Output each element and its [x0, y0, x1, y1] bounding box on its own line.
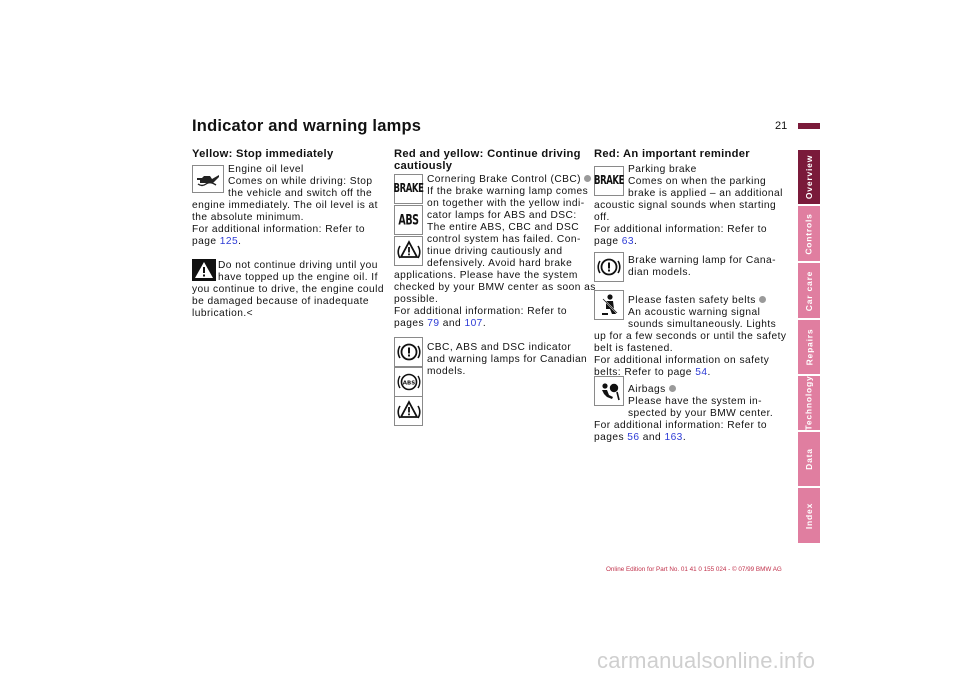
oil-line: Comes on while driving: Stop: [228, 176, 373, 187]
brake-page-ref: page 63.: [594, 236, 638, 247]
belt-line: belt is fastened.: [594, 343, 674, 354]
page-link[interactable]: 54: [695, 367, 708, 378]
oil-line: the vehicle and switch off the: [228, 188, 373, 199]
brake-line: acoustic signal sounds when starting: [594, 200, 777, 211]
brake-line: Parking brake: [628, 164, 697, 175]
svg-text:ABS: ABS: [402, 381, 414, 387]
airbag-line: Airbags: [628, 384, 789, 396]
page-number: 21: [775, 120, 788, 132]
brake-text-icon: BRAKE: [594, 166, 624, 196]
tab-data[interactable]: Data: [798, 432, 820, 486]
tab-controls[interactable]: Controls: [798, 206, 820, 261]
optional-dot-icon: [758, 296, 766, 303]
abs-circle-icon: ABS: [394, 367, 423, 397]
cbc-line: possible.: [394, 294, 439, 305]
page-link[interactable]: 125: [219, 236, 239, 247]
warning-line: lubrication.<: [192, 308, 254, 319]
canada-line: and warning lamps for Canadian: [427, 354, 588, 365]
belt-line: An acoustic warning signal: [628, 307, 761, 318]
cbc-line: control system has failed. Con-: [427, 234, 581, 245]
canada-brake-line: Brake warning lamp for Cana-: [628, 255, 776, 266]
oil-line: the absolute minimum.: [192, 212, 304, 223]
warning-line: you continue to drive, the engine could: [192, 284, 384, 295]
brake-circle-icon: [394, 337, 423, 367]
page-link[interactable]: 163: [664, 432, 683, 443]
warning-line: have topped up the engine oil. If: [218, 272, 378, 283]
airbag-line: For additional information: Refer to: [594, 420, 768, 431]
watermark: carmanualsonline.info: [597, 648, 816, 673]
canada-line: CBC, ABS and DSC indicator: [427, 342, 572, 353]
oil-line: engine immediately. The oil level is at: [192, 200, 378, 211]
tab-car-care[interactable]: Car care: [798, 263, 820, 318]
abs-text-icon: ABS: [394, 205, 423, 235]
brake-line: For additional information: Refer to: [594, 224, 768, 235]
oil-page-ref: page 125.: [192, 236, 242, 247]
brake-text-icon: BRAKE: [394, 174, 424, 204]
airbag-line: Please have the system in-: [628, 396, 763, 407]
column-red: Red: An important reminder Parking brake…: [594, 148, 789, 444]
brake-line: Comes on when the parking: [628, 176, 767, 187]
cbc-line: on together with the yellow indi-: [427, 198, 585, 209]
cbc-line: Cornering Brake Control (CBC): [427, 174, 592, 186]
edition-footer: Online Edition for Part No. 01 41 0 155 …: [606, 566, 782, 573]
cbc-line: checked by your BMW center as soon as: [394, 282, 596, 293]
warning-triangle-icon: [192, 259, 216, 281]
section-heading-yellow: Yellow: Stop immediately: [192, 148, 334, 160]
tab-repairs[interactable]: Repairs: [798, 320, 820, 374]
optional-dot-icon: [668, 385, 676, 392]
cbc-page-ref: pages 79 and 107.: [394, 318, 487, 329]
belt-line: For additional information on safety: [594, 355, 770, 366]
page-link[interactable]: 56: [627, 432, 640, 443]
brake-line: off.: [594, 212, 610, 223]
tab-index[interactable]: Index: [798, 488, 820, 543]
page-link[interactable]: 79: [427, 318, 440, 329]
cbc-line: defensively. Avoid hard brake: [427, 258, 573, 269]
page-link[interactable]: 107: [464, 318, 483, 329]
oil-line: Engine oil level: [228, 164, 304, 175]
page-title: Indicator and warning lamps: [192, 117, 422, 135]
page-link[interactable]: 63: [621, 236, 634, 247]
cbc-line: If the brake warning lamp comes: [427, 186, 589, 197]
oil-line: For additional information: Refer to: [192, 224, 366, 235]
tab-overview[interactable]: Overview: [798, 150, 820, 204]
cbc-line: applications. Please have the system: [394, 270, 578, 281]
dsc-triangle-icon: [394, 396, 423, 426]
canada-line: models.: [427, 366, 466, 377]
belt-line: up for a few seconds or until the safety: [594, 331, 787, 342]
cbc-line: tinue driving cautiously and: [427, 246, 563, 257]
cbc-line: For additional information: Refer to: [394, 306, 568, 317]
belt-line: Please fasten safety belts: [628, 295, 789, 307]
cbc-line: cator lamps for ABS and DSC:: [427, 210, 577, 221]
belt-line: sounds simultaneously. Lights: [628, 319, 777, 330]
belt-page-ref: belts: Refer to page 54.: [594, 367, 711, 378]
canada-brake-line: dian models.: [628, 267, 692, 278]
warning-line: be damaged because of inadequate: [192, 296, 369, 307]
seatbelt-icon: [594, 290, 624, 320]
brake-circle-icon: [594, 252, 624, 282]
column-yellow: Yellow: Stop immediately Engine oil leve…: [192, 148, 387, 320]
page-number-bar: [798, 123, 820, 129]
tab-technology[interactable]: Technology: [798, 375, 820, 431]
airbag-page-ref: pages 56 and 163.: [594, 432, 687, 443]
end-mark: <: [246, 308, 254, 319]
dsc-triangle-icon: [394, 236, 423, 266]
section-heading-red: Red: An important reminder: [594, 148, 750, 160]
oil-can-icon: [192, 165, 224, 193]
cbc-line: The entire ABS, CBC and DSC: [427, 222, 580, 233]
optional-dot-icon: [584, 175, 592, 182]
brake-line: brake is applied – an additional: [628, 188, 783, 199]
airbag-line: spected by your BMW center.: [628, 408, 774, 419]
warning-line: Do not continue driving until you: [218, 260, 378, 271]
airbag-icon: [594, 376, 624, 406]
